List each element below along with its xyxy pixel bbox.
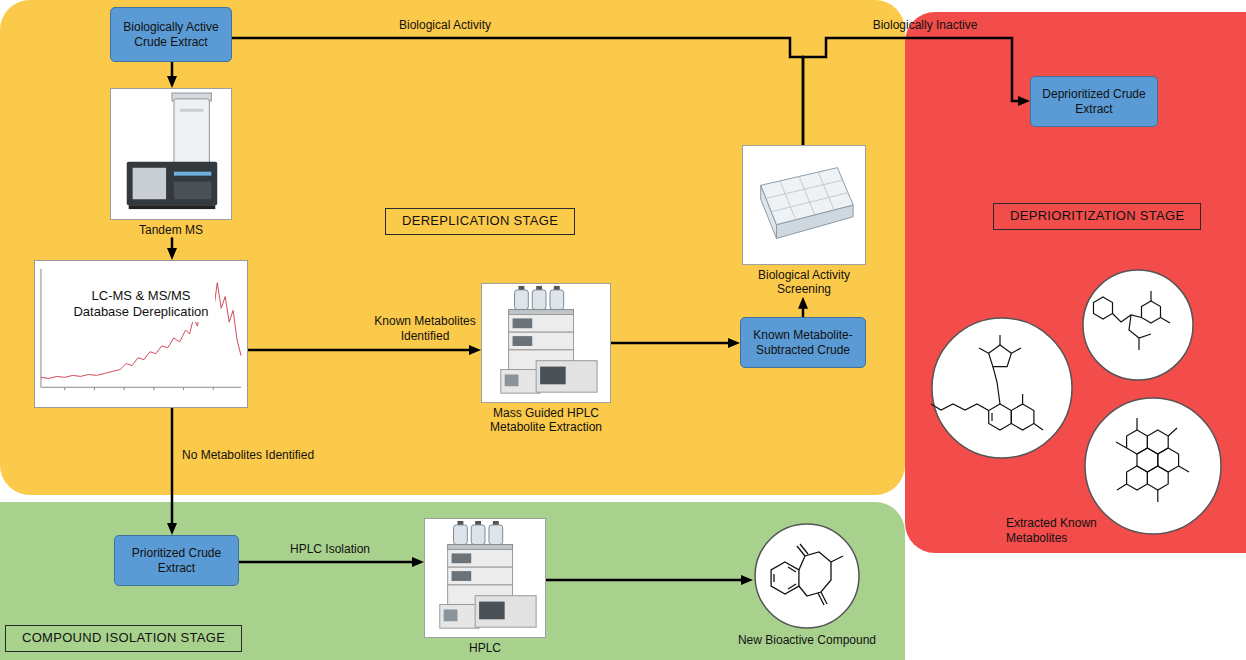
connector-arrow: [171, 62, 174, 80]
stage-label: DEPRIORITIZATION STAGE: [993, 203, 1201, 230]
image-frame: [110, 88, 232, 220]
stage-region: DEREPLICATION STAGE Biologically Active C…: [0, 0, 905, 495]
chromatogram-image: [35, 261, 247, 407]
panel-label: LC-MS & MS/MS Database Dereplication: [67, 287, 215, 322]
molecule-structure: [753, 522, 861, 630]
image-caption: New Bioactive Compound: [722, 633, 892, 647]
connector-arrow: [171, 408, 174, 527]
process-box: Prioritized Crude Extract: [114, 535, 239, 586]
connector-arrow: [802, 305, 805, 317]
image-caption: Biological Activity Screening: [742, 265, 866, 297]
stage-label: DEREPLICATION STAGE: [385, 208, 575, 235]
hplc-instrument-image: [482, 284, 610, 402]
image-frame: [742, 145, 866, 265]
image-frame: [481, 283, 611, 403]
box-label: Biologically Active Crude Extract: [117, 20, 225, 50]
connector-arrow: [171, 237, 174, 252]
process-box: Deprioritized Crude Extract: [1030, 76, 1158, 127]
edge-label: Biologically Inactive: [850, 18, 1000, 33]
connector-arrow: [239, 561, 416, 564]
image-caption: HPLC: [424, 638, 546, 655]
chromatogram-node: LC-MS & MS/MS Database Dereplication: [34, 260, 248, 408]
connector-arrow: [248, 349, 473, 352]
edge-label: HPLC Isolation: [270, 542, 390, 557]
process-box: Biologically Active Crude Extract: [110, 7, 232, 62]
connector-arrow: [546, 579, 745, 582]
box-label: Prioritized Crude Extract: [121, 546, 232, 576]
connector-arrow: [232, 38, 803, 145]
instrument-node: Tandem MS: [110, 88, 232, 237]
image-caption: Tandem MS: [110, 220, 232, 237]
hplc-instrument-image: [425, 519, 545, 637]
process-box: Known Metabolite-Subtracted Crude: [740, 317, 866, 368]
connector-arrow: [803, 38, 1022, 145]
edge-label: Known Metabolites Identified: [370, 314, 480, 344]
compound-node: New Bioactive Compound: [753, 522, 861, 630]
instrument-node: Mass Guided HPLC Metabolite Extraction: [481, 283, 611, 403]
image-frame: [753, 522, 861, 630]
stage-region: COMPOUND ISOLATION STAGE Prioritized Crud…: [0, 502, 905, 660]
figure-caption: Extracted Known Metabolites: [1006, 516, 1106, 546]
box-label: Known Metabolite-Subtracted Crude: [747, 328, 859, 358]
mass-spectrometer-image: [111, 89, 231, 219]
box-label: Deprioritized Crude Extract: [1037, 87, 1151, 117]
stage-region: DEPRIORITIZATION STAGE Deprioritized Crud…: [905, 12, 1246, 553]
well-plate-image: [743, 146, 865, 264]
edge-label: Biological Activity: [380, 18, 510, 33]
image-caption: Mass Guided HPLC Metabolite Extraction: [471, 406, 621, 435]
edge-label: No Metabolites Identified: [182, 448, 352, 463]
stage-label: COMPOUND ISOLATION STAGE: [5, 625, 242, 652]
image-frame: [424, 518, 546, 638]
connector-arrow: [611, 342, 732, 345]
screening-node: Biological Activity Screening: [742, 145, 866, 297]
instrument-node: HPLC: [424, 518, 546, 655]
